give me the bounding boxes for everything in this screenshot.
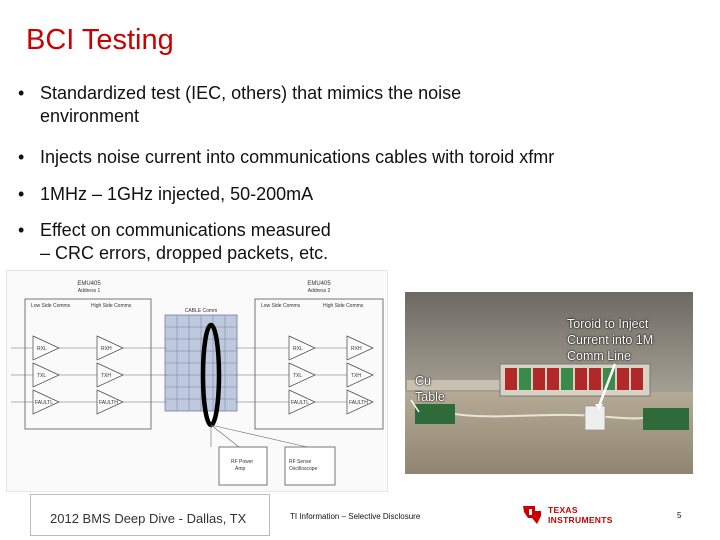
bullet-1-line-1: Standardized test (IEC, others) that mim… [40, 83, 462, 103]
right-chip-address: Address 2 [308, 288, 331, 294]
cu-table-label: Cu Table [415, 373, 445, 405]
toroid-label: Toroid to Inject Current into 1M Comm Li… [567, 316, 653, 364]
rf-sense-line1: RF Sense [289, 459, 311, 465]
left-chip-address: Address 1 [78, 288, 101, 294]
right-block-rxh: RXH [351, 346, 362, 352]
left-high-label: High Side Comms [91, 303, 132, 309]
toroid-label-line-3: Comm Line [567, 349, 631, 363]
toroid-pointer-arrow [597, 363, 617, 407]
toroid-label-line-1: Toroid to Inject [567, 317, 649, 331]
lab-setup-photo: Toroid to Inject Current into 1M Comm Li… [405, 292, 693, 474]
footer-event: 2012 BMS Deep Dive - Dallas, TX [50, 511, 247, 526]
rf-sense-box [284, 446, 336, 486]
left-block-txl: TXL [37, 373, 46, 379]
ti-logo-line1: TEXAS [548, 505, 578, 515]
left-block-rxl: RXL [37, 346, 47, 352]
slide-title: BCI Testing [26, 24, 174, 56]
right-high-label: High Side Comms [323, 303, 364, 309]
right-block-txh: TXH [351, 373, 361, 379]
cu-table-pointer [410, 399, 420, 413]
bullet-marker: • [18, 184, 25, 204]
right-chip-outline [254, 298, 384, 430]
right-block-txl: TXL [293, 373, 302, 379]
footer-event-box [30, 494, 270, 536]
cu-table-label-line-1: Cu [415, 374, 431, 388]
left-test-board [415, 404, 455, 424]
bullet-4-line-2: – CRC errors, dropped packets, etc. [40, 243, 329, 263]
rf-sense-line2: Oscilloscope [289, 466, 318, 472]
left-chip-outline [24, 298, 152, 430]
circuit-schematic: EMU405 Address 1 Low Side Comms High Sid… [11, 281, 384, 486]
cable-comm-label: CABLE Comm [185, 308, 218, 314]
bullet-marker: • [18, 83, 25, 103]
page-number: 5 [677, 511, 682, 520]
lab-setup-scene [405, 292, 693, 474]
bullet-2-line-1: Injects noise current into communication… [40, 147, 555, 167]
cu-table-label-line-2: Table [415, 390, 445, 404]
left-low-label: Low Side Comms [31, 303, 71, 309]
toroid-label-line-2: Current into 1M [567, 333, 654, 347]
left-block-txh: TXH [101, 373, 111, 379]
left-block-rxh: RXH [101, 346, 112, 352]
ti-logo-text: TEXAS INSTRUMENTS [548, 505, 613, 525]
toroid-fixture [584, 405, 606, 431]
signal-wires [11, 347, 347, 403]
left-chip-name: EMU405 [77, 281, 101, 287]
rf-power-line1: RF Power [231, 459, 254, 465]
right-test-board [643, 408, 689, 430]
bullet-3-line-1: 1MHz – 1GHz injected, 50-200mA [40, 184, 314, 204]
bci-circuit-diagram: EMU405 Address 1 Low Side Comms High Sid… [6, 270, 388, 492]
ti-logo-icon [520, 504, 544, 531]
right-block-rxl: RXL [293, 346, 303, 352]
bullet-4-line-1: Effect on communications measured [40, 220, 331, 240]
left-block-faultl: FAULTL [35, 400, 53, 406]
right-low-label: Low Side Comms [261, 303, 301, 309]
footer-classification: TI Information – Selective Disclosure [290, 512, 421, 521]
right-block-faultl: FAULTL [291, 400, 309, 406]
bullet-marker: • [18, 147, 25, 167]
bullet-marker: • [18, 220, 25, 240]
rf-power-box [218, 446, 268, 486]
ti-logo-line2: INSTRUMENTS [548, 515, 613, 525]
left-block-faulth: FAULTH [99, 400, 118, 406]
right-chip-name: EMU405 [307, 281, 331, 287]
right-block-faulth: FAULTH [349, 400, 368, 406]
bullet-1-line-2: environment [40, 106, 140, 126]
rf-power-line2: Amp [235, 466, 246, 472]
